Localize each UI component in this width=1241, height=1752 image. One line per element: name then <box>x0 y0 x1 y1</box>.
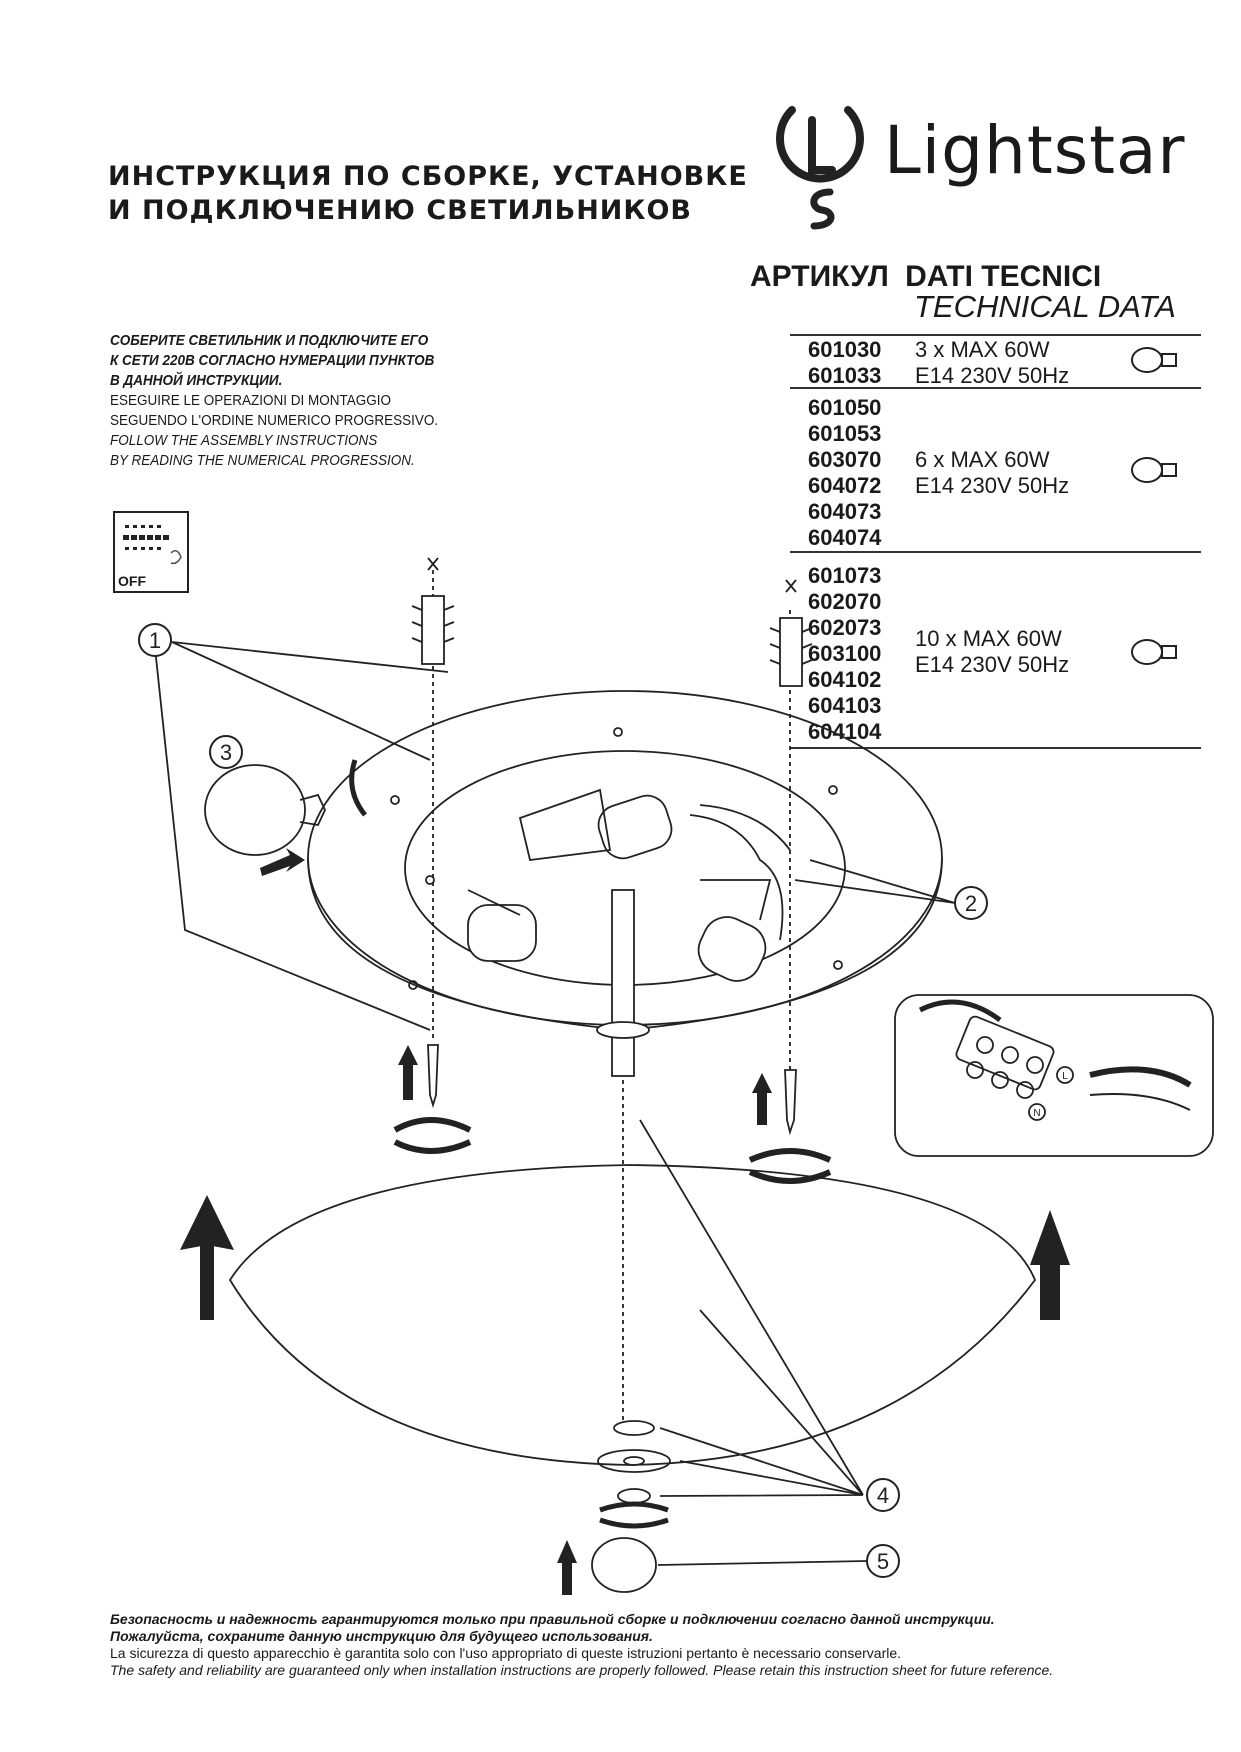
callout-3 <box>209 735 243 769</box>
technical-data-header: АРТИКУЛ DATI TECNICI TECHNICAL DATA <box>750 260 1176 324</box>
instruction-it: ESEGUIRE LE OPERAZIONI DI MONTAGGIO <box>110 392 392 409</box>
instruction-ru: К СЕТИ 220В СОГЛАСНО НУМЕРАЦИИ ПУНКТОВ <box>110 352 435 369</box>
terminal-label-n: N <box>1033 1108 1040 1119</box>
up-arrow-icon <box>1030 1210 1070 1265</box>
code: 604073 <box>808 499 882 524</box>
up-arrow-icon <box>186 1245 214 1320</box>
assembly-instructions: СОБЕРИТЕ СВЕТИЛЬНИК И ПОДКЛЮЧИТЕ ЕГО К С… <box>110 331 438 471</box>
spec-group-3: 601073 602070 602073 603100 604102 60410… <box>808 563 904 745</box>
title-line-2: И ПОДКЛЮЧЕНИЮ СВЕТИЛЬНИКОВ <box>108 195 692 226</box>
socket-1 <box>518 788 673 861</box>
spec-text-3: 10 x MAX 60W E14 230V 50Hz <box>915 626 1069 678</box>
code: 601033 <box>808 363 882 388</box>
code: 604102 <box>808 667 882 692</box>
callout-4 <box>866 1478 900 1512</box>
code: 604074 <box>808 525 882 550</box>
code: 601053 <box>808 421 882 446</box>
instruction-en: BY READING THE NUMERICAL PROGRESSION. <box>110 452 415 469</box>
code: 603070 <box>808 447 882 472</box>
callout-4-label: 4 <box>877 1483 889 1508</box>
terminal-block <box>955 1015 1055 1099</box>
callout-2-label: 2 <box>965 891 977 916</box>
code: 604072 <box>808 473 882 498</box>
table-rule <box>790 747 1201 749</box>
up-arrow-icon <box>403 1060 413 1100</box>
finial-cap <box>591 1537 657 1593</box>
right-arrow-icon <box>260 848 305 876</box>
wall-dowel-2 <box>769 579 813 687</box>
table-rule <box>790 387 1201 389</box>
safety-en: The safety and reliability are guarantee… <box>110 1662 1054 1678</box>
callout-2 <box>954 886 988 920</box>
bulb-icon <box>1130 637 1186 672</box>
code: 604104 <box>808 719 882 744</box>
code-list: 601030 601033 <box>808 337 904 389</box>
lightstar-logo-icon <box>770 92 870 232</box>
spec-wattage: 3 x MAX 60W <box>915 337 1050 362</box>
safety-it: La sicurezza di questo apparecchio è gar… <box>110 1645 902 1661</box>
callout-5-label: 5 <box>877 1549 889 1574</box>
terminal-block-inset <box>894 994 1214 1157</box>
up-arrow-icon <box>398 1045 418 1065</box>
code-list: 601073 602070 602073 603100 604102 60410… <box>808 563 904 745</box>
up-arrow-icon <box>180 1195 234 1250</box>
up-arrow-icon <box>752 1073 772 1093</box>
callout-3-label: 3 <box>220 740 232 765</box>
bulb-icon <box>1130 455 1186 490</box>
up-arrow-icon <box>757 1088 767 1125</box>
table-rule <box>790 551 1201 553</box>
callout-5 <box>866 1544 900 1578</box>
code: 601073 <box>808 563 882 588</box>
label-artikul: АРТИКУЛ <box>750 260 889 293</box>
code: 602073 <box>808 615 882 640</box>
safety-notice: Безопасность и надежность гарантируются … <box>110 1611 1053 1679</box>
spec-text-2: 6 x MAX 60W E14 230V 50Hz <box>915 447 1069 499</box>
terminal-label-l: L <box>1062 1071 1068 1082</box>
up-arrow-icon <box>557 1540 577 1563</box>
instruction-ru: В ДАННОЙ ИНСТРУКЦИИ. <box>110 372 283 389</box>
spec-group-2: 601050 601053 603070 604072 604073 60407… <box>808 395 904 551</box>
logo-text: Lightstar <box>884 112 1186 189</box>
label-technical-data: TECHNICAL DATA <box>914 289 1176 324</box>
instruction-it: SEGUENDO L'ORDINE NUMERICO PROGRESSIVO. <box>110 412 439 429</box>
safety-ru-1: Безопасность и надежность гарантируются … <box>110 1611 995 1627</box>
code: 601050 <box>808 395 882 420</box>
spec-voltage: E14 230V 50Hz <box>915 473 1070 498</box>
spec-text-1: 3 x MAX 60W E14 230V 50Hz <box>915 337 1069 389</box>
socket-2 <box>467 889 537 962</box>
code: 602070 <box>808 589 882 614</box>
page-title: ИНСТРУКЦИЯ ПО СБОРКЕ, УСТАНОВКЕ И ПОДКЛЮ… <box>108 160 748 228</box>
bulb-icon <box>1130 345 1186 380</box>
spec-wattage: 6 x MAX 60W <box>915 447 1050 472</box>
instruction-en: FOLLOW THE ASSEMBLY INSTRUCTIONS <box>110 432 378 449</box>
spec-group-1: 601030 601033 <box>808 337 904 389</box>
screw-2 <box>784 1069 797 1136</box>
screw-1 <box>427 1044 439 1109</box>
wall-dowel-1 <box>411 557 455 665</box>
callout-1 <box>138 623 172 657</box>
bulb-part <box>204 764 326 856</box>
up-arrow-icon <box>562 1560 572 1595</box>
title-line-1: ИНСТРУКЦИЯ ПО СБОРКЕ, УСТАНОВКЕ <box>108 161 748 192</box>
spec-voltage: E14 230V 50Hz <box>915 652 1070 677</box>
off-label: OFF <box>118 573 146 589</box>
power-off-switch-icon: OFF <box>113 511 189 593</box>
diffuser-dome <box>228 1164 1037 1466</box>
safety-ru-2: Пожалуйста, сохраните данную инструкцию … <box>110 1628 653 1644</box>
code: 603100 <box>808 641 882 666</box>
label-dati-tecnici: DATI TECNICI <box>905 260 1102 293</box>
up-arrow-icon <box>1040 1260 1060 1320</box>
center-rod <box>611 889 635 1077</box>
code: 604103 <box>808 693 882 718</box>
callout-1-label: 1 <box>149 628 161 653</box>
code: 601030 <box>808 337 882 362</box>
table-rule <box>790 334 1201 336</box>
spec-wattage: 10 x MAX 60W <box>915 626 1062 651</box>
spec-voltage: E14 230V 50Hz <box>915 363 1070 388</box>
socket-3 <box>697 879 772 982</box>
code-list: 601050 601053 603070 604072 604073 60407… <box>808 395 904 551</box>
instruction-ru: СОБЕРИТЕ СВЕТИЛЬНИК И ПОДКЛЮЧИТЕ ЕГО <box>110 332 429 349</box>
